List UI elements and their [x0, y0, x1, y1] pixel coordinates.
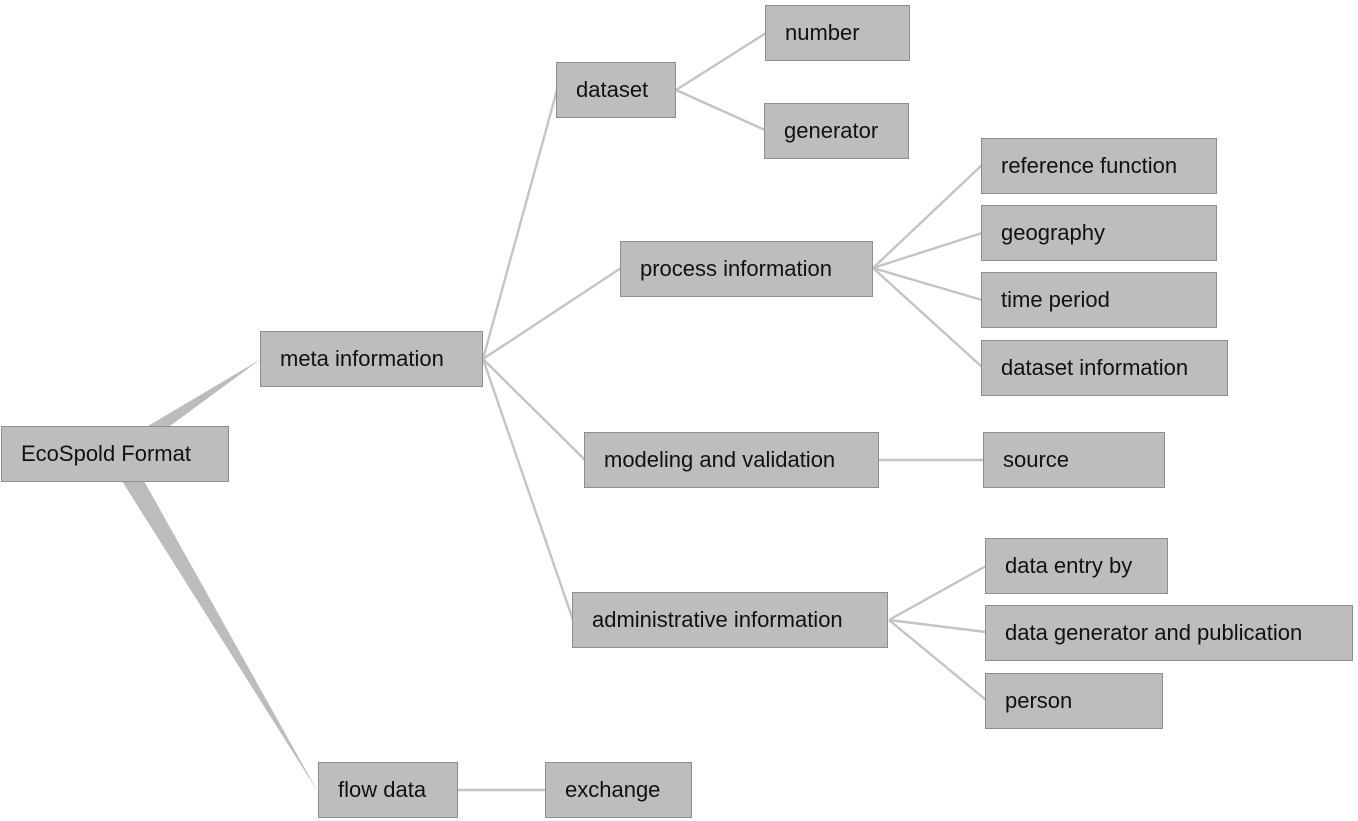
node-exchange: exchange — [545, 762, 692, 818]
node-data-generator-and-publication: data generator and publication — [985, 605, 1353, 661]
edge-root-meta — [148, 359, 261, 426]
node-modeling-and-validation: modeling and validation — [584, 432, 879, 488]
node-time-period: time period — [981, 272, 1217, 328]
node-generator: generator — [764, 103, 909, 159]
edge-process-dataset-information — [872, 267, 983, 368]
node-geography: geography — [981, 205, 1217, 261]
node-source: source — [983, 432, 1165, 488]
node-flow-data: flow data — [318, 762, 458, 818]
edge-meta-dataset — [481, 89, 559, 360]
edge-process-time-period — [872, 266, 983, 302]
edge-admin-data-entry — [888, 564, 987, 622]
node-person: person — [985, 673, 1163, 729]
node-data-entry-by: data entry by — [985, 538, 1168, 594]
edge-root-flow — [122, 481, 318, 792]
node-dataset-information: dataset information — [981, 340, 1228, 396]
edge-dataset-number — [675, 31, 767, 92]
edge-process-reference-function — [872, 164, 983, 269]
node-dataset: dataset — [556, 62, 676, 118]
node-process-information: process information — [620, 241, 873, 297]
edge-meta-administrative — [481, 358, 575, 621]
node-meta-information: meta information — [260, 331, 483, 387]
node-administrative-information: administrative information — [572, 592, 888, 648]
node-number: number — [765, 5, 910, 61]
node-reference-function: reference function — [981, 138, 1217, 194]
node-ecospold-format: EcoSpold Format — [1, 426, 229, 482]
edge-dataset-generator — [675, 88, 766, 132]
edge-admin-person — [888, 619, 987, 701]
edge-meta-modeling — [482, 358, 586, 461]
edge-process-geography — [872, 231, 983, 270]
edge-meta-process — [482, 266, 622, 361]
edge-admin-data-generator — [888, 618, 987, 634]
